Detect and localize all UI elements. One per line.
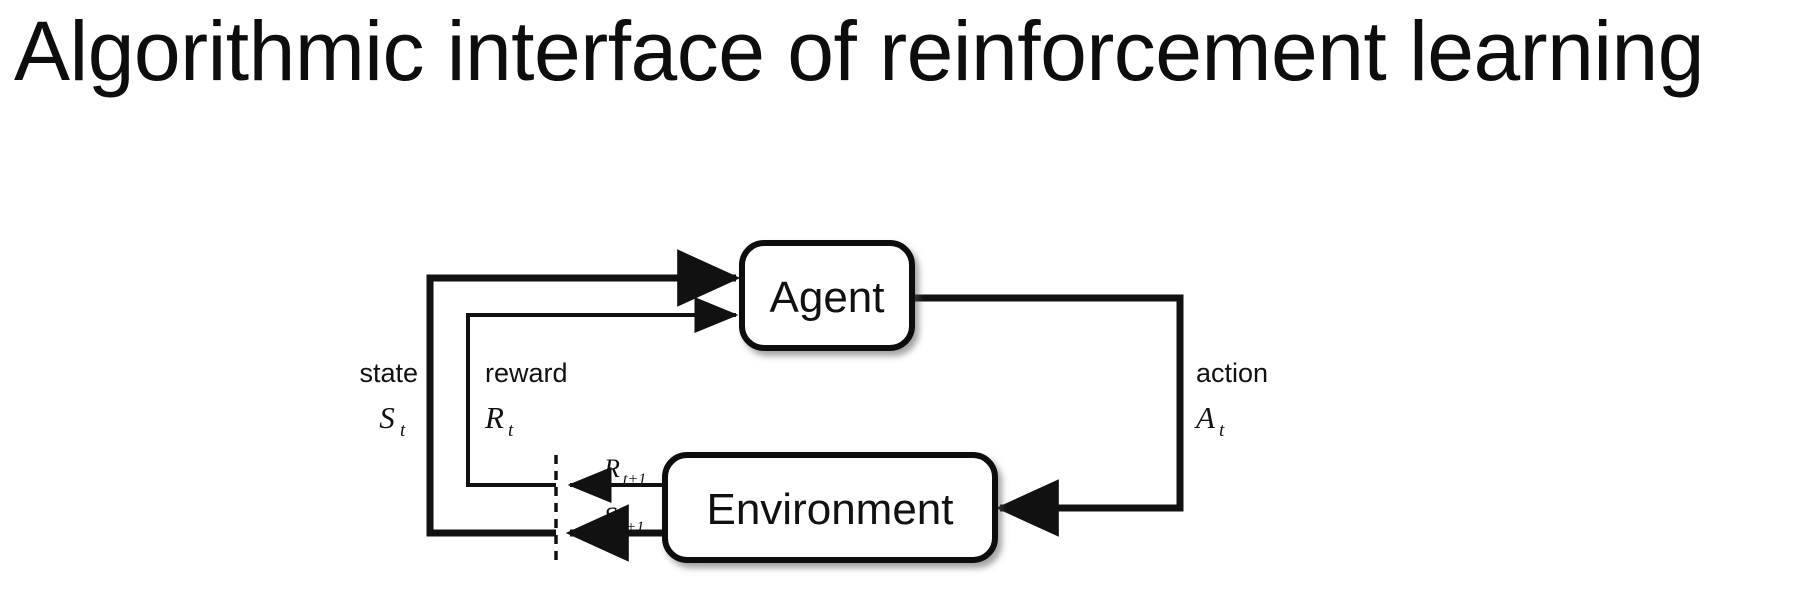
reward-subscript: t bbox=[508, 420, 514, 441]
reward-edge-label: reward bbox=[485, 358, 568, 388]
action-symbol-group: A t bbox=[1194, 400, 1225, 441]
reward-feedback-path bbox=[466, 297, 739, 487]
action-symbol: A bbox=[1194, 400, 1216, 435]
environment-node[interactable]: Environment bbox=[662, 452, 998, 563]
next-state-symbol: S bbox=[604, 502, 617, 531]
state-edge-label: state bbox=[359, 358, 418, 388]
next-reward-symbol-group: R t+1 bbox=[603, 454, 646, 488]
action-edge-label: action bbox=[1196, 358, 1268, 388]
action-subscript: t bbox=[1219, 420, 1225, 441]
state-feedback-path bbox=[426, 249, 741, 537]
next-reward-symbol: R bbox=[603, 454, 620, 483]
agent-box[interactable] bbox=[739, 240, 915, 351]
next-state-subscript: t+1 bbox=[621, 519, 644, 536]
state-subscript: t bbox=[400, 420, 406, 441]
state-symbol: S bbox=[379, 400, 395, 435]
environment-label: Environment bbox=[706, 485, 953, 534]
reward-symbol-group: R t bbox=[484, 400, 514, 441]
next-reward-subscript: t+1 bbox=[623, 471, 646, 488]
next-state-symbol-group: S t+1 bbox=[604, 502, 644, 536]
action-forward-path bbox=[912, 294, 1184, 537]
agent-label: Agent bbox=[770, 273, 885, 322]
state-symbol-group: S t bbox=[379, 400, 406, 441]
environment-box[interactable] bbox=[662, 452, 998, 563]
agent-node[interactable]: Agent bbox=[739, 240, 915, 351]
reward-symbol: R bbox=[484, 400, 504, 435]
page-title: Algorithmic interface of reinforcement l… bbox=[14, 4, 1704, 98]
